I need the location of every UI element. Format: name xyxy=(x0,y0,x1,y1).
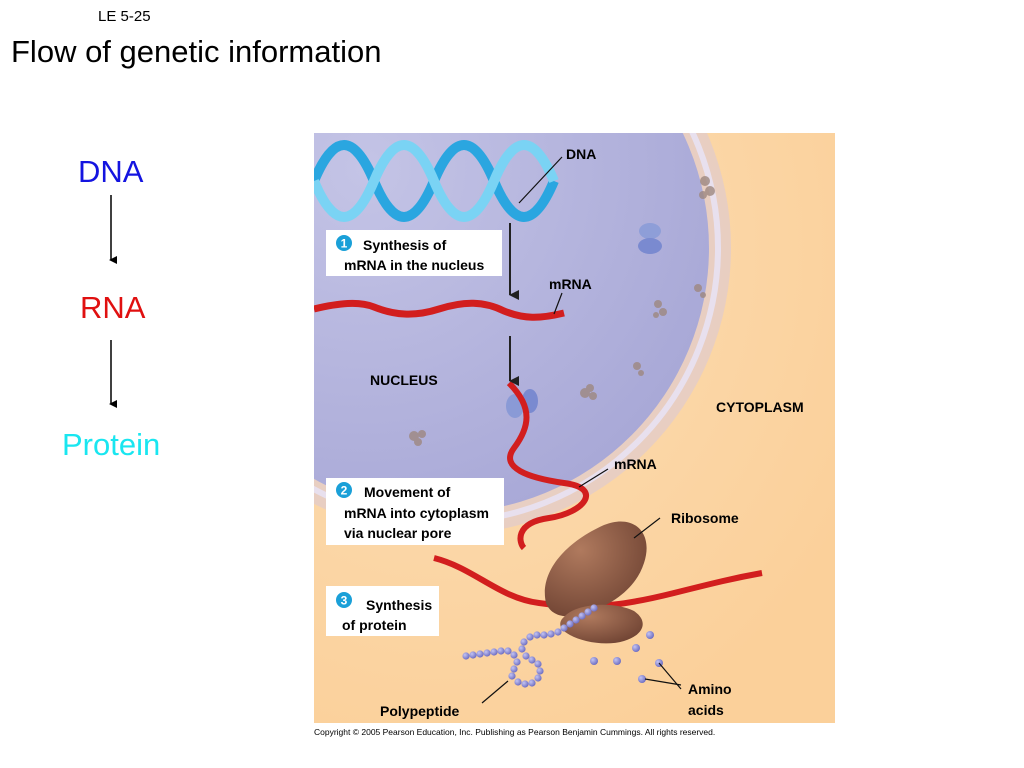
polypeptide-chain xyxy=(462,604,598,688)
label-leader-lines xyxy=(481,156,682,704)
gene-expression-figure: 1 Synthesis of mRNA in the nucleus 2 Mov… xyxy=(314,133,835,723)
step-3-line2: of protein xyxy=(342,617,407,633)
step-2-number: 2 xyxy=(341,484,348,498)
nuclear-pore-top xyxy=(638,223,662,254)
step-2: 2 Movement of mRNA into cytoplasm via nu… xyxy=(336,482,489,541)
step-1-badge xyxy=(336,235,352,251)
flow-rna-label: RNA xyxy=(80,290,146,325)
mrna-nucleus-label: mRNA xyxy=(549,276,592,292)
nucleus-label: NUCLEUS xyxy=(370,372,438,388)
nucleus-region xyxy=(314,133,709,513)
dna-label: DNA xyxy=(566,146,596,162)
step-2-line2: mRNA into cytoplasm xyxy=(344,505,489,521)
step-1-line2: mRNA in the nucleus xyxy=(344,257,484,273)
step-2-line1: Movement of xyxy=(364,484,451,500)
envelope-granules xyxy=(409,176,715,446)
step-1-number: 1 xyxy=(341,237,348,251)
step-1: 1 Synthesis of mRNA in the nucleus xyxy=(336,235,484,273)
copyright-notice: Copyright © 2005 Pearson Education, Inc.… xyxy=(314,727,716,737)
amino-acids-label-line1: Amino xyxy=(688,681,732,697)
mrna-strand-transit xyxy=(506,380,589,551)
flow-protein-label: Protein xyxy=(62,427,161,462)
cytoplasm-label: CYTOPLASM xyxy=(716,399,804,415)
free-amino-acids xyxy=(590,631,663,683)
step-3-number: 3 xyxy=(341,594,348,608)
step-3: 3 Synthesis of protein xyxy=(336,592,432,633)
slide-code: LE 5-25 xyxy=(98,8,151,25)
step-2-line3: via nuclear pore xyxy=(344,525,452,541)
step-2-box xyxy=(326,478,504,545)
slide-title: Flow of genetic information xyxy=(11,34,382,69)
flow-arrows xyxy=(109,195,117,408)
mrna-cytoplasm-label: mRNA xyxy=(614,456,657,472)
dna-helix xyxy=(314,140,559,222)
step-3-badge xyxy=(336,592,352,608)
amino-acids-label-line2: acids xyxy=(688,702,724,718)
polypeptide-label: Polypeptide xyxy=(380,703,460,719)
step-1-box xyxy=(326,230,502,276)
step-3-line1: Synthesis xyxy=(366,597,432,613)
step-2-badge xyxy=(336,482,352,498)
step-1-line1: Synthesis of xyxy=(363,237,447,253)
mrna-strand-nucleus xyxy=(314,299,565,321)
flow-dna-label: DNA xyxy=(78,154,144,189)
ribosome-label: Ribosome xyxy=(671,510,739,526)
